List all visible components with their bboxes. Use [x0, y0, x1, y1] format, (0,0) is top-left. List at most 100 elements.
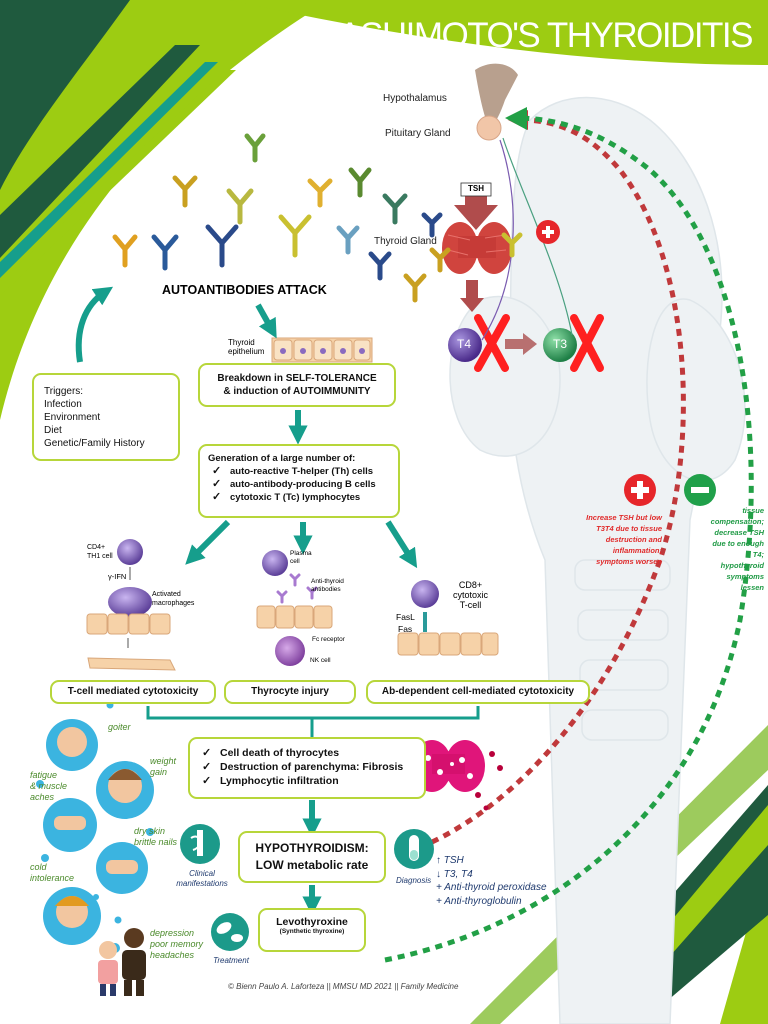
clinical-line-1: Clinical: [189, 869, 215, 878]
mechanism-bracket: [146, 706, 480, 738]
panel-t-cell-illustration: [86, 539, 176, 671]
levothyroxine-subtitle: (Synthetic thyroxine): [279, 928, 345, 935]
macrophages-label: Activated macrophages: [152, 590, 194, 608]
minus-line: due to enough: [712, 539, 764, 548]
trigger-item: Genetic/Family History: [44, 438, 145, 449]
clinical-line-2: manifestations: [176, 879, 228, 888]
cold-line-1: cold: [30, 862, 47, 872]
fasl-label: FasL: [396, 612, 415, 622]
treatment-icon: [211, 913, 249, 951]
cd8-line-2: cytotoxic: [453, 590, 489, 600]
footer-credit: © Bienn Paulo A. Laforteza || MMSU MD 20…: [228, 982, 459, 991]
plus-line: destruction and: [605, 535, 662, 544]
effect-item: Lymphocytic infiltration: [198, 774, 416, 788]
clinical-icon: [180, 824, 220, 864]
cd8-line-1: CD8+: [458, 580, 483, 590]
feedback-minus-note: tissue compensation; decrease TSH due to…: [666, 505, 764, 593]
th1-text: TH1 cell: [87, 553, 113, 560]
feedback-icons: [536, 220, 716, 506]
dry-line-1: dry skin: [134, 826, 166, 836]
fatigue-line-2: & muscle: [30, 781, 68, 791]
trigger-item: Diet: [44, 425, 62, 436]
effect-item: Destruction of parenchyma: Fibrosis: [198, 760, 416, 774]
levothyroxine-title: Levothyroxine: [276, 916, 348, 928]
nk-cell-label: NK cell: [310, 657, 331, 664]
generation-item: auto-reactive T-helper (Th) cells: [208, 465, 390, 478]
symptom-goiter: goiter: [108, 722, 131, 732]
tsh-arrow: [454, 182, 498, 230]
panel-adcc-illustration: [397, 580, 499, 656]
minus-line: decrease TSH: [714, 528, 764, 537]
hypo-line-2: LOW metabolic rate: [255, 858, 369, 872]
minus-line: lessen: [740, 583, 764, 592]
cold-line-2: intolerance: [30, 873, 75, 883]
depression-line-3: headaches: [150, 950, 195, 960]
ifn-label: γ-IFN: [108, 572, 127, 581]
anti-line-1: Anti-thyroid: [311, 578, 344, 585]
page-title: HASHIMOTO'S THYROIDITIS: [314, 16, 753, 55]
t4-t3-conversion: [448, 137, 604, 372]
minus-line: symptoms: [726, 572, 764, 581]
diagnosis-icon: [394, 829, 434, 869]
fatigue-line-1: fatigue: [30, 770, 58, 780]
weight-line-2: gain: [150, 767, 168, 777]
triggers-title: Triggers:: [44, 386, 84, 397]
hypothyroidism-box: HYPOTHYROIDISM: LOW metabolic rate: [238, 831, 386, 883]
breakdown-box: Breakdown in SELF-TOLERANCE & induction …: [198, 363, 396, 407]
diagnosis-label: Diagnosis: [396, 876, 432, 885]
effect-item: Cell death of thyrocytes: [198, 746, 416, 760]
mechanism-thyrocyte-box: Thyrocyte injury: [224, 680, 356, 704]
generation-title: Generation of a large number of:: [208, 453, 356, 464]
plasma-cell-label: Plasma cell: [290, 550, 312, 566]
plus-line: inflammation;: [612, 546, 662, 555]
epithelium-line-2: epithelium: [228, 347, 265, 356]
fas-label: Fas: [398, 624, 413, 634]
anti-thyroid-label: Anti-thyroid antibodies: [311, 578, 344, 594]
breakdown-line-2: & induction of AUTOIMMUNITY: [223, 386, 371, 397]
diagnosis-item: + Anti-thyroid peroxidase: [436, 882, 547, 893]
anti-line-2: antibodies: [311, 586, 341, 593]
cd4-text: CD4+: [87, 544, 106, 551]
thyroid-epithelium-strip: [271, 337, 373, 363]
diagnosis-list: ↑ TSH ↓ T3, T4 + Anti-thyroid peroxidase…: [436, 854, 547, 908]
trigger-item: Environment: [44, 412, 101, 423]
tsh-label: TSH: [468, 184, 484, 193]
thyroid-epithelium-label: Thyroid epithelium: [228, 338, 264, 356]
mechanism-adcc-box: Ab-dependent cell-mediated cytotoxicity: [366, 680, 590, 704]
symptom-weight-gain: weight gain: [150, 756, 176, 778]
trigger-item: Infection: [44, 399, 82, 410]
cd4-label: CD4+ TH1 cell: [87, 543, 113, 561]
diagnosis-item: + Anti-thyroglobulin: [436, 895, 522, 907]
t4-label: T4: [457, 337, 472, 351]
generation-item: auto-antibody-producing B cells: [208, 478, 390, 491]
triggers-box: Triggers: Infection Environment Diet Gen…: [32, 373, 180, 461]
treatment-label: Treatment: [213, 956, 249, 965]
minus-line: compensation;: [710, 517, 764, 526]
depression-line-2: poor memory: [150, 939, 204, 949]
pituitary-illustration: [475, 63, 518, 141]
feedback-loops: [384, 107, 754, 963]
epithelium-line-1: Thyroid: [228, 338, 255, 347]
plasma-line-2: cell: [290, 558, 300, 565]
generation-box: Generation of a large number of: auto-re…: [198, 444, 400, 518]
panel-thyrocyte-illustration: [256, 550, 333, 666]
symptom-fatigue: fatigue & muscle aches: [30, 770, 67, 803]
autoantibodies-heading: AUTOANTIBODIES ATTACK: [162, 283, 327, 297]
clinical-label: Clinical manifestations: [170, 869, 234, 889]
minus-line: T4;: [752, 550, 764, 559]
diagnosis-item: ↓ T3, T4: [436, 868, 473, 880]
fc-receptor-label: Fc receptor: [312, 636, 345, 643]
generation-item: cytotoxic T (Tc) lymphocytes: [208, 491, 390, 504]
depression-people: [98, 928, 146, 996]
mechanism-t-cell-box: T-cell mediated cytotoxicity: [50, 680, 216, 704]
plasma-line-1: Plasma: [290, 550, 312, 557]
breakdown-line-1: Breakdown in SELF-TOLERANCE: [217, 373, 377, 384]
diagnosis-item: ↑ TSH: [436, 855, 464, 866]
feedback-plus-note: Increase TSH but low T3T4 due to tissue …: [568, 512, 662, 567]
minus-line: hypothyroid: [720, 561, 764, 570]
symptom-illustrations: [36, 701, 154, 996]
minus-line: tissue: [742, 506, 764, 515]
levothyroxine-box: Levothyroxine (Synthetic thyroxine): [258, 908, 366, 952]
